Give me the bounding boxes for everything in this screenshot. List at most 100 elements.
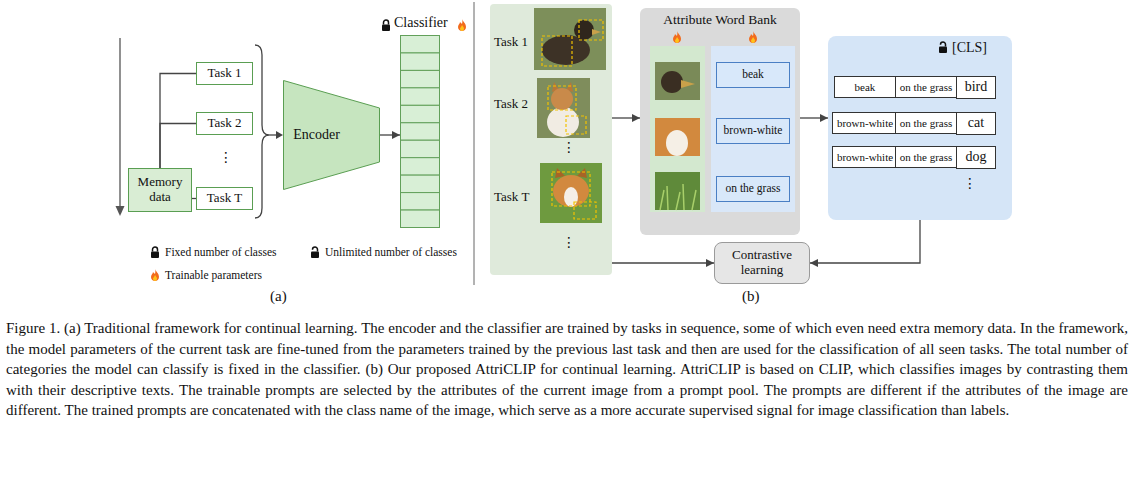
heading-text: Attribute Word Bank (640, 12, 800, 28)
box-text: on the grass (900, 117, 953, 130)
classifier-cell (401, 210, 440, 227)
photo-ground (540, 163, 602, 223)
crop-ground (655, 172, 700, 210)
ellipsis-mark: ⋮ (219, 150, 233, 165)
box-text: Task 1 (207, 66, 241, 81)
ellipsis-mark: ⋮ (562, 235, 576, 250)
box-text: brown-white (724, 124, 783, 137)
cat-head (551, 88, 573, 110)
class-name-cell: cat (956, 112, 996, 135)
classifier-cell (401, 140, 440, 157)
dog-blaze (564, 187, 578, 207)
legend-fire-icon (151, 269, 159, 281)
classifier-cell (401, 88, 440, 105)
encoder-trapezoid: Encoder (283, 80, 380, 190)
legend-text: Trainable parameters (165, 269, 262, 281)
contrastive-box: Contrastive learning (714, 242, 810, 284)
classifier-cell (401, 158, 440, 175)
box-text: cat (968, 115, 984, 131)
heading-text: Task 1 (494, 35, 528, 50)
ellipsis-mark: ⋮ (963, 176, 977, 191)
dog-head (553, 175, 589, 207)
task-brace (255, 45, 269, 218)
legend-unlock-icon (311, 247, 319, 258)
prompt-cell: brown-white (832, 112, 899, 134)
dog-photo (540, 163, 602, 223)
classifier-cell (401, 175, 440, 192)
subfigure-label: (b) (742, 288, 760, 305)
attribute-word-box: on the grass (716, 176, 790, 202)
class-name-cell: dog (956, 146, 996, 169)
connector (160, 124, 196, 169)
box-text: Memory data (129, 175, 191, 205)
connector (380, 134, 400, 135)
box-text: beak (855, 81, 876, 94)
word-bank-panel: Attribute Word Bankbeakbrown-whiteon the… (640, 8, 800, 235)
trainable-icon (458, 19, 466, 31)
connector (160, 74, 196, 169)
fur-crop (655, 118, 700, 156)
crop-white-fur (666, 130, 688, 156)
time-axis (119, 38, 120, 208)
grass-blades (660, 184, 696, 210)
box-text: bird (965, 79, 988, 95)
attribute-box (574, 202, 596, 219)
task-image-panel (490, 4, 612, 275)
classifier-cell (401, 193, 440, 210)
brace-arrow-head (276, 131, 283, 139)
word-column (711, 46, 795, 212)
legend-text: Unlimited number of classes (325, 246, 457, 258)
classifier-cells (400, 35, 440, 228)
duck-photo (534, 8, 606, 70)
cat-body (547, 107, 579, 137)
cat-photo (537, 78, 590, 138)
prompt-panel (828, 36, 1012, 220)
legend-entry: Fixed number of classes (165, 246, 276, 259)
word-bank-panel (640, 8, 800, 235)
attribute-word-box: brown-white (716, 118, 790, 144)
trainable-icon (749, 31, 757, 43)
legend-lock-icon (151, 247, 159, 258)
legend-text: Fixed number of classes (165, 246, 276, 258)
connector (800, 117, 828, 118)
crop-ground (655, 62, 700, 100)
classifier-cell (401, 36, 440, 53)
task-image-panel: Task 1Task 2Task T (490, 4, 612, 275)
attribute-box (542, 36, 572, 66)
prompt-cell: brown-white (832, 146, 899, 168)
prompt-cell: beak (834, 76, 896, 98)
heading-text: Task T (494, 190, 529, 205)
box-text: on the grass (726, 182, 781, 195)
prompt-cell: on the grass (895, 76, 958, 98)
brace-arrow (269, 134, 277, 135)
attribute-box (579, 20, 603, 40)
encoder-outline (284, 81, 380, 190)
prompt-panel: [CLS]beakon the grassbirdbrown-whiteon t… (828, 36, 1012, 220)
photo-ground (537, 78, 590, 138)
box-text: Task 2 (207, 116, 241, 131)
panel-separator (474, 2, 475, 285)
prompt-cell: on the grass (895, 146, 958, 168)
box-text: Encoder (293, 127, 340, 143)
classifier-cell (401, 53, 440, 70)
legend-entry: Trainable parameters (165, 269, 262, 282)
trainable-icon (673, 31, 681, 43)
attribute-box (566, 116, 586, 134)
box-text: on the grass (900, 151, 953, 164)
subfigure-label: (a) (270, 288, 287, 305)
box-text: on the grass (900, 81, 953, 94)
legend-entry: Unlimited number of classes (325, 246, 457, 259)
class-name-cell: bird (956, 76, 996, 99)
figure-caption: Figure 1. (a) Traditional framework for … (6, 318, 1128, 421)
connector (612, 262, 714, 263)
box-text: brown-white (837, 117, 893, 130)
box-text: dog (966, 149, 987, 165)
classifier-cell (401, 105, 440, 122)
task-box: Task 2 (196, 112, 253, 135)
task-box: Task 1 (196, 62, 253, 85)
crop-beak (681, 80, 695, 88)
lock-icon (382, 20, 390, 31)
photo-ground (534, 8, 606, 70)
prompt-cell: on the grass (895, 112, 958, 134)
heading-text: Classifier (394, 15, 448, 31)
